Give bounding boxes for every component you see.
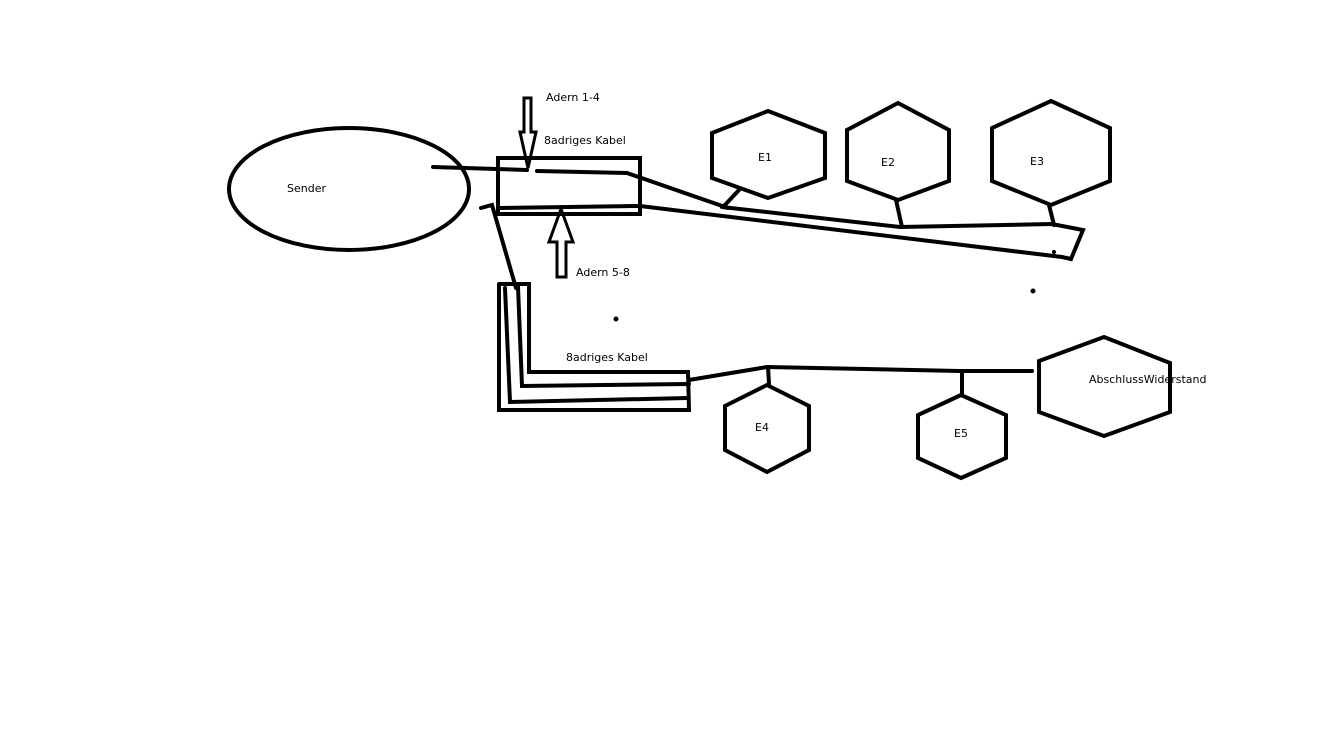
device-e5 — [916, 392, 1008, 481]
wire-cores-1-4 — [535, 169, 730, 210]
label-e5: E5 — [954, 427, 968, 440]
wire-cores-5-8 — [479, 202, 518, 290]
drop-e1 — [722, 188, 741, 208]
label-abschluss: AbschlussWiderstand — [1089, 373, 1207, 386]
stray-dot — [1052, 250, 1056, 254]
device-e2 — [845, 100, 951, 203]
sender-node — [227, 126, 471, 252]
bus-top — [638, 204, 1086, 262]
label-adern-1-4: Adern 1-4 — [546, 91, 600, 104]
arrow-adern-1-4 — [518, 96, 538, 169]
drop-e4 — [766, 365, 771, 386]
label-e2: E2 — [881, 156, 895, 169]
label-adern-5-8: Adern 5-8 — [576, 266, 630, 279]
device-e3 — [990, 98, 1112, 208]
label-sender: Sender — [287, 182, 326, 195]
label-e1: E1 — [758, 151, 772, 164]
cable-bottom-inner-1 — [516, 285, 691, 389]
terminator-abschlusswiderstand — [1037, 334, 1172, 439]
label-e3: E3 — [1030, 155, 1044, 168]
cable-bottom-inner-2 — [503, 286, 690, 405]
drop-e3 — [1047, 203, 1056, 227]
cable-bottom-outer — [497, 282, 692, 412]
label-kabel-bottom: 8adriges Kabel — [566, 351, 648, 364]
wire-cable-top-lower — [496, 204, 642, 210]
stray-dot — [613, 316, 619, 322]
device-e1 — [710, 108, 827, 201]
label-e4: E4 — [755, 421, 769, 434]
cable-box-top — [496, 156, 642, 216]
stray-dot — [1030, 288, 1036, 294]
device-e4 — [723, 382, 811, 475]
bus-bottom — [687, 364, 1034, 382]
label-kabel-top: 8adriges Kabel — [544, 134, 626, 147]
wire-sender-to-cable — [431, 165, 529, 172]
drop-e2 — [894, 198, 904, 229]
arrow-adern-5-8 — [546, 204, 576, 279]
